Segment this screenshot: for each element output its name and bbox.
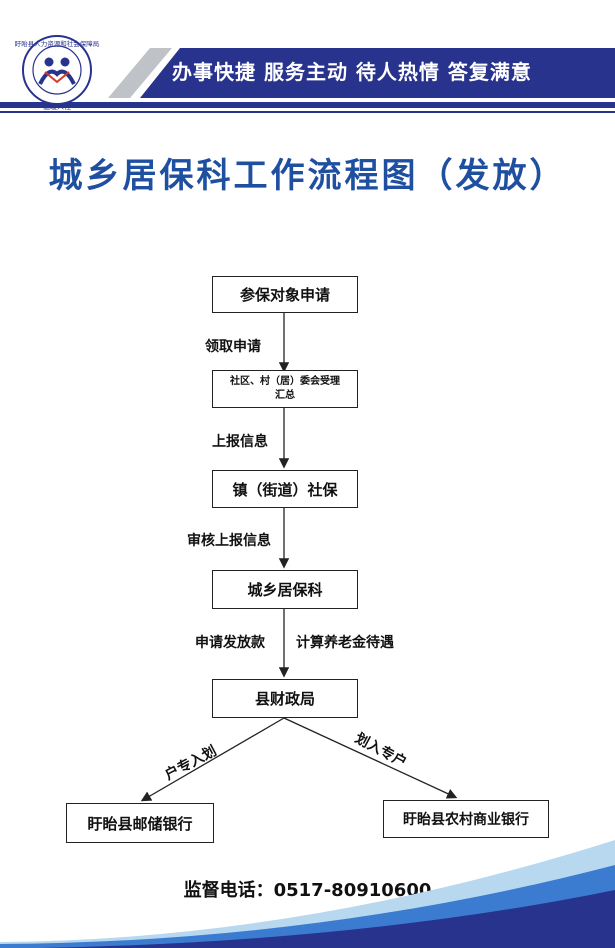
header-rule-thick	[0, 102, 615, 108]
step-finance-bureau: 县财政局	[212, 679, 358, 718]
bank-rural-commercial: 盱眙县农村商业银行	[383, 800, 549, 838]
step-urban-rural-section: 城乡居保科	[212, 570, 358, 609]
header-rule-thin	[0, 111, 615, 113]
page-title: 城乡居保科工作流程图（发放）	[48, 156, 567, 196]
label-review-report: 审核上报信息	[187, 533, 271, 549]
slogan: 办事快捷 服务主动 待人热情 答复满意	[172, 60, 532, 84]
gray-stripe	[108, 48, 172, 98]
logo-ring-text: 盱眙县人力资源和社会保障局	[15, 39, 100, 48]
label-report-info: 上报信息	[212, 434, 268, 450]
label-receive-application: 领取申请	[205, 339, 261, 355]
bureau-emblem-icon	[22, 35, 92, 105]
branch-right-label: 划入专户	[352, 730, 409, 771]
bank-postal-savings: 盱眙县邮储银行	[66, 803, 214, 843]
logo-motto: 温暖人社	[43, 102, 71, 111]
footer-wave	[0, 840, 615, 948]
label-calc-pension: 计算养老金待遇	[296, 635, 394, 651]
step-community-accept: 社区、村（居）委会受理 汇总	[212, 370, 358, 408]
arrow-left-bank	[140, 717, 285, 802]
step-town-social-security: 镇（街道）社保	[212, 470, 358, 508]
label-request-payment: 申请发放款	[195, 635, 265, 651]
branch-left-label: 户专入划	[162, 742, 219, 783]
arrow-right-bank	[283, 717, 458, 799]
slogan-band	[140, 48, 615, 98]
supervision-phone: 监督电话：0517-80910600	[183, 880, 432, 901]
header-banner: 盱眙县人力资源和社会保障局 温暖人社	[0, 35, 615, 113]
step-apply: 参保对象申请	[212, 276, 358, 313]
